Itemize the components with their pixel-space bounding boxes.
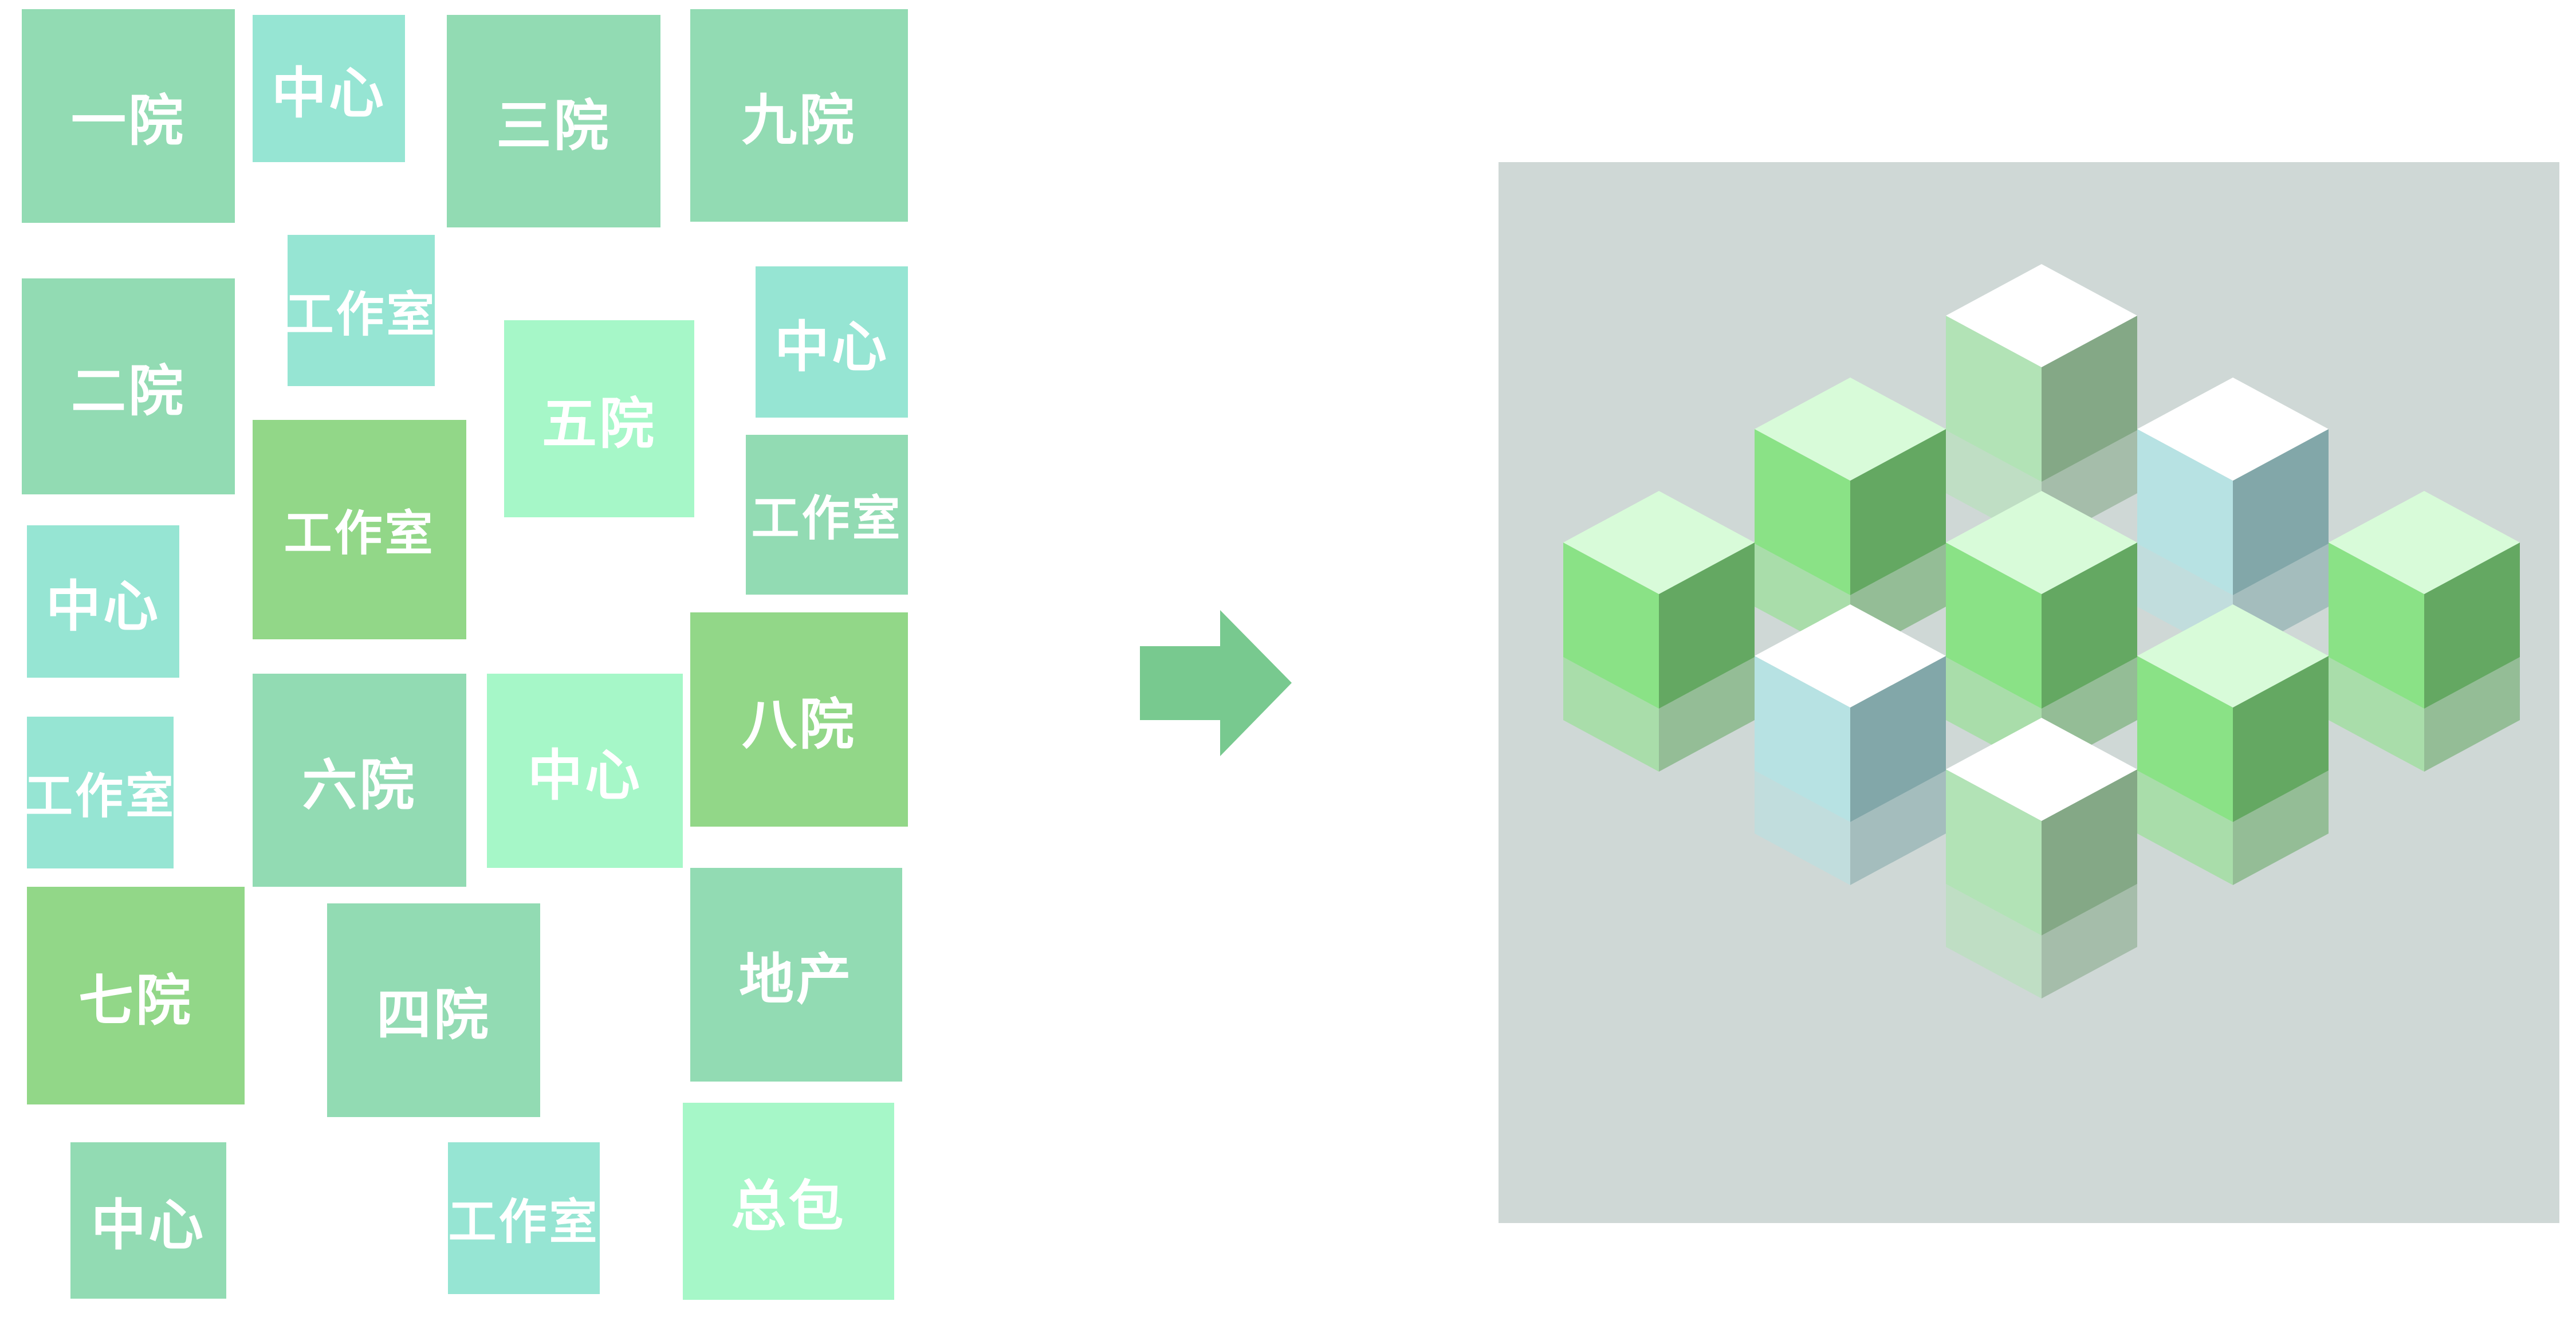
tile-zhongxin-5: 中心 xyxy=(70,1142,226,1299)
cube-bottom-center-extension-left-face xyxy=(1946,884,2042,998)
cube-left-left-face xyxy=(1563,542,1659,709)
tile-gongzuoshi-3: 工作室 xyxy=(746,435,908,595)
cube-mid-left-right-face xyxy=(1850,656,1946,822)
tile-gongzuoshi-1: 工作室 xyxy=(286,235,435,386)
cube-bottom-center-right-face xyxy=(2042,769,2137,935)
cube-mid-right-extension-left-face xyxy=(2137,770,2233,885)
cube-upper-left-top-face xyxy=(1755,378,1946,481)
cube-right-extension-right-face xyxy=(2424,657,2520,772)
tile-jiuyuan: 九院 xyxy=(690,9,908,222)
cube-left-extension-right-face xyxy=(1659,657,1755,772)
tile-zongbao: 总包 xyxy=(683,1103,894,1300)
cube-panel xyxy=(1499,162,2559,1223)
cube-mid-left-top-face xyxy=(1755,604,1946,707)
cube-upper-right-right-face xyxy=(2233,429,2329,595)
cube-mid-left-extension-right-face xyxy=(1850,770,1946,885)
cube-center-top-face xyxy=(1946,491,2137,594)
tile-dichan: 地产 xyxy=(690,868,902,1082)
tile-zhongxin-3: 中心 xyxy=(27,525,179,678)
arrow-shape xyxy=(1140,610,1292,756)
tile-zhongxin-1: 中心 xyxy=(253,15,405,162)
isometric-cube-stack xyxy=(1563,264,2520,998)
cube-upper-left-right-face xyxy=(1850,429,1946,595)
cube-mid-right-extension-right-face xyxy=(2233,770,2329,885)
tile-qiyuan: 七院 xyxy=(27,887,245,1104)
tile-yiyuan: 一院 xyxy=(22,9,235,223)
cube-right-extension-left-face xyxy=(2329,657,2424,772)
tile-gongzuoshi-5: 工作室 xyxy=(448,1142,600,1294)
cube-left-extension-left-face xyxy=(1563,657,1659,772)
tile-siyuan: 四院 xyxy=(327,903,540,1117)
cube-right-right-face xyxy=(2424,542,2520,709)
cube-right-top-face xyxy=(2329,491,2520,594)
cube-mid-right-right-face xyxy=(2233,656,2329,822)
cube-mid-right-top-face xyxy=(2137,604,2329,707)
cube-upper-right-left-face xyxy=(2137,429,2233,595)
cube-mid-left-left-face xyxy=(1755,656,1850,822)
cube-mid-left-extension-left-face xyxy=(1755,770,1850,885)
tile-gongzuoshi-2: 工作室 xyxy=(253,420,466,639)
cube-center-right-face xyxy=(2042,542,2137,709)
tile-zhongxin-4: 中心 xyxy=(487,674,683,868)
tile-gongzuoshi-4: 工作室 xyxy=(25,717,174,868)
cube-left-top-face xyxy=(1563,491,1755,594)
cube-bottom-center-top-face xyxy=(1946,718,2137,821)
cube-top-center-top-face xyxy=(1946,264,2137,367)
tile-liuyuan: 六院 xyxy=(253,674,466,887)
cube-upper-right-top-face xyxy=(2137,378,2329,481)
cube-mid-right-left-face xyxy=(2137,656,2233,822)
right-arrow-icon xyxy=(1140,610,1292,756)
tile-eryuan: 二院 xyxy=(22,278,235,494)
cube-upper-left-left-face xyxy=(1755,429,1850,595)
cube-center-left-face xyxy=(1946,542,2042,709)
cube-left-right-face xyxy=(1659,542,1755,709)
cube-top-center-left-face xyxy=(1946,316,2042,482)
cube-top-center-right-face xyxy=(2042,316,2137,482)
cube-bottom-center-extension-right-face xyxy=(2042,884,2137,998)
tile-sanyuan: 三院 xyxy=(447,15,660,227)
cube-bottom-center-left-face xyxy=(1946,769,2042,935)
tile-zhongxin-2: 中心 xyxy=(756,266,908,418)
cube-right-left-face xyxy=(2329,542,2424,709)
tile-bayuan: 八院 xyxy=(690,612,908,827)
tile-wuyuan: 五院 xyxy=(504,320,694,517)
